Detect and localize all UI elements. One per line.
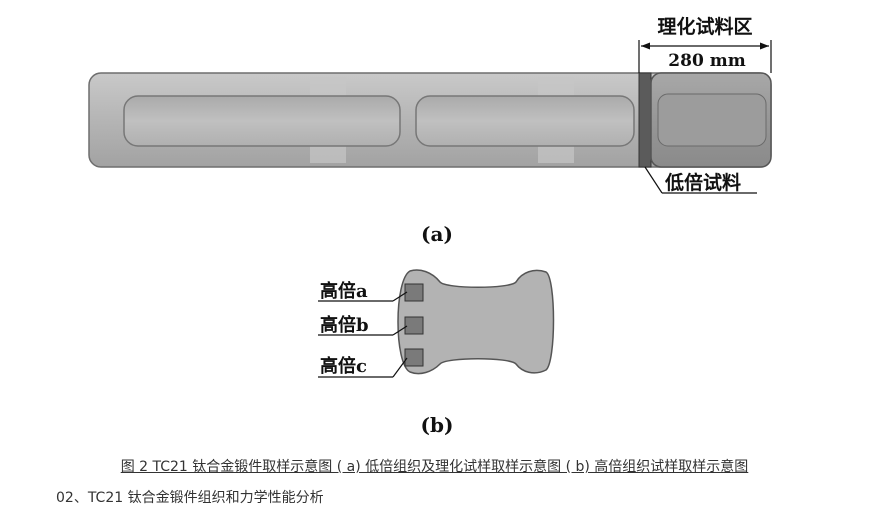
- cross-section-body: [397, 269, 555, 375]
- dimension-280mm: [638, 40, 772, 73]
- panel-label-a: (a): [421, 222, 453, 246]
- sample-b-square: [404, 316, 424, 335]
- forging-bar: [88, 72, 772, 168]
- sampling-diagram: 理化试料区 280 mm 低倍试料 (a) 高倍a 高倍b 高倍c (b): [88, 15, 772, 437]
- low-mag-leader: [644, 166, 757, 194]
- length-label: 280 mm: [668, 51, 745, 71]
- sample-b-label: 高倍b: [320, 314, 369, 336]
- physchem-zone-label: 理化试料区: [657, 15, 752, 38]
- section-heading: 02、TC21 钛合金锻件组织和力学性能分析: [56, 490, 324, 506]
- panel-label-b: (b): [421, 413, 454, 437]
- low-mag-slice: [638, 72, 652, 168]
- sample-leaders: [318, 291, 408, 378]
- cross-section: [397, 269, 555, 375]
- figure-caption[interactable]: 图 2 TC21 钛合金锻件取样示意图 ( a) 低倍组织及理化试样取样示意图 …: [120, 459, 749, 475]
- figure: 理化试料区 280 mm 低倍试料 (a) 高倍a 高倍b 高倍c (b): [88, 15, 772, 437]
- forging-pocket-right: [415, 95, 635, 147]
- sample-a-square: [404, 283, 424, 302]
- forging-pocket-left: [123, 95, 401, 147]
- physchem-zone-inner: [657, 93, 767, 147]
- sample-a-label: 高倍a: [320, 280, 368, 302]
- sample-c-label: 高倍c: [320, 355, 367, 377]
- sample-c-square: [404, 348, 424, 367]
- low-mag-label: 低倍试料: [664, 171, 741, 194]
